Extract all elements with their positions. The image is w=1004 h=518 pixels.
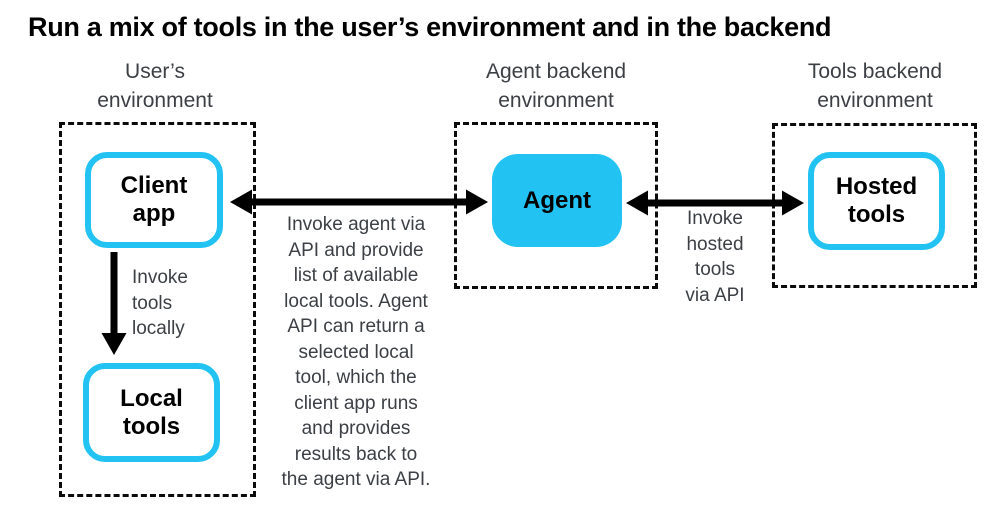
diagram-title: Run a mix of tools in the user’s environ… [28, 12, 832, 42]
client-agent-arrow [230, 189, 488, 215]
hosted-tools-node: Hosted tools [808, 152, 945, 250]
client-app-label: Client app [120, 172, 188, 227]
agent-label: Agent [523, 186, 591, 214]
invoke-tools-locally-annotation: Invoke tools locally [132, 267, 188, 339]
invoke-agent-via-api-annotation: Invoke agent via API and provide list of… [281, 214, 431, 490]
column-header-tools-backend-environment: Tools backend environment [807, 60, 943, 112]
local-tools-node: Local tools [83, 363, 220, 462]
local-tools-label: Local tools [120, 384, 183, 440]
agent-node: Agent [492, 154, 622, 247]
column-header-agent-backend-environment: Agent backend environment [485, 60, 627, 112]
hosted-tools-label: Hosted tools [835, 173, 918, 228]
client-app-node: Client app [85, 152, 223, 248]
user-environment-boundary [59, 122, 256, 497]
invoke-hosted-tools-annotation: Invoke hosted tools via API [685, 208, 745, 306]
column-header-users-environment: User’s environment [97, 60, 213, 112]
